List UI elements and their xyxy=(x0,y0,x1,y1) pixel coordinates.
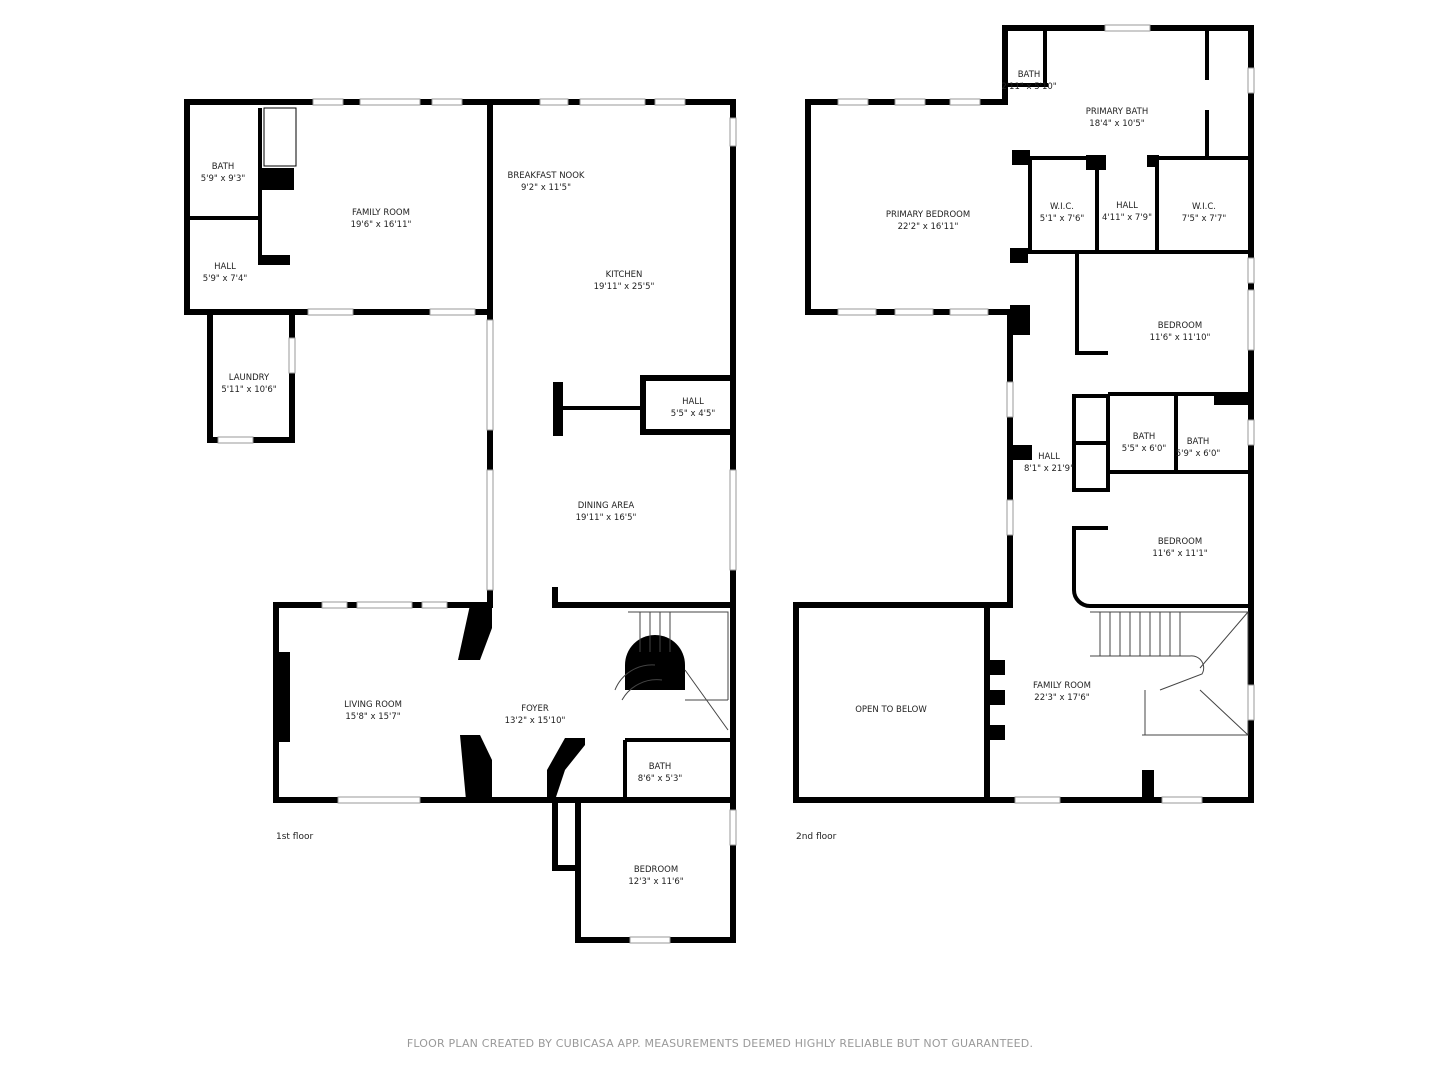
room-label: OPEN TO BELOW xyxy=(855,705,927,715)
floor-label: 1st floor xyxy=(276,832,314,842)
second-floor-walls xyxy=(793,24,1255,804)
room-label: W.I.C.7'5" x 7'7" xyxy=(1181,202,1227,224)
floor-label: 2nd floor xyxy=(796,832,837,842)
first-floor-walls xyxy=(184,98,737,944)
disclaimer-footer: FLOOR PLAN CREATED BY CUBICASA APP. MEAS… xyxy=(406,1037,1034,1050)
room-label: W.I.C.5'1" x 7'6" xyxy=(1039,202,1085,224)
